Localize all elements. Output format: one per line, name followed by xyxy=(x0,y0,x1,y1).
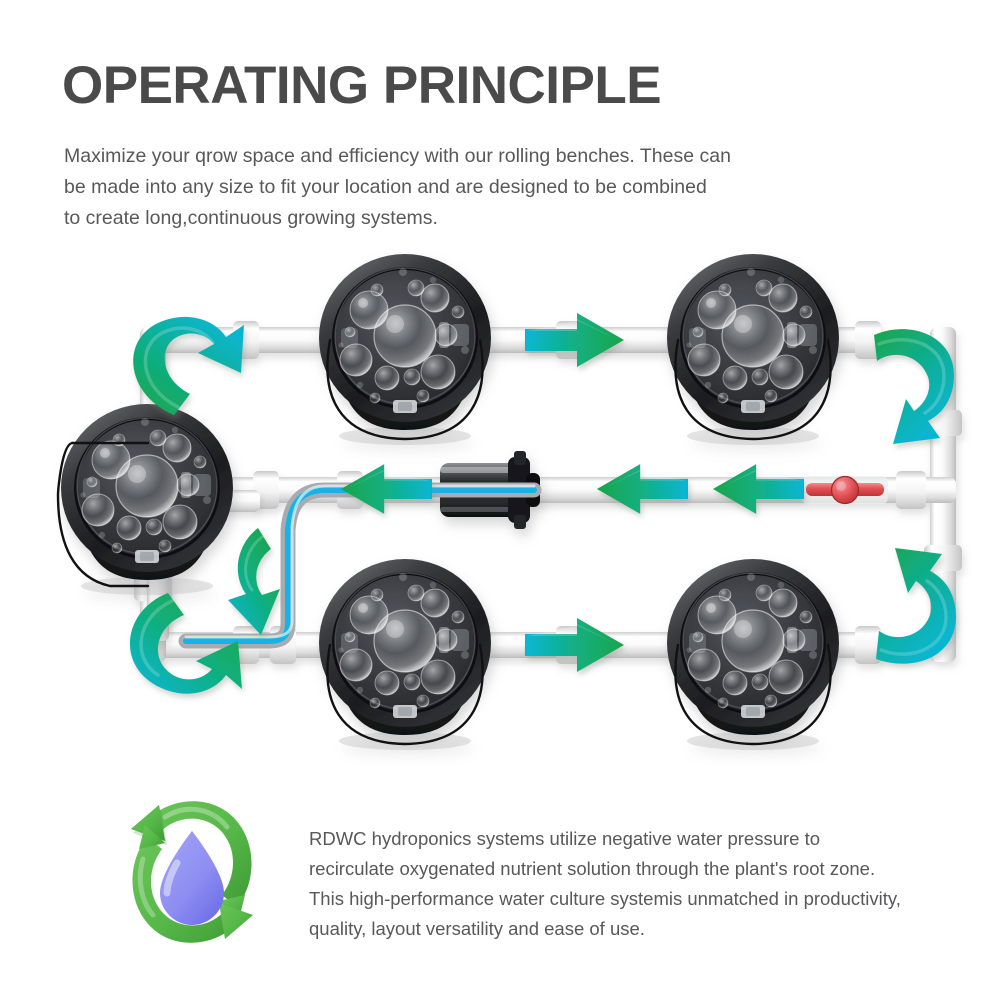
arrow-curve-bottom-right xyxy=(876,548,956,664)
recycle-arrow-upper xyxy=(131,801,252,919)
arrow-curve-tube xyxy=(228,528,280,635)
intro-line-2: be made into any size to fit your locati… xyxy=(64,176,707,198)
bucket-reservoir-left xyxy=(60,403,234,596)
arrow-curve-top-left xyxy=(133,316,244,415)
recycle-arrow-lower xyxy=(132,825,253,943)
arrow-straight-mid-right xyxy=(712,464,804,514)
arrow-curve-top-right xyxy=(874,329,954,444)
page-title: OPERATING PRINCIPLE xyxy=(62,56,662,115)
footer-line-4: quality, layout versatility and ease of … xyxy=(309,918,645,939)
flow-arrows xyxy=(129,313,956,694)
water-recycle-icon xyxy=(103,783,281,961)
rdwc-flow-diagram xyxy=(0,245,1000,765)
flexible-tube xyxy=(178,482,542,649)
footer-paragraph: RDWC hydroponics systems utilize negativ… xyxy=(309,824,989,944)
water-droplet-icon xyxy=(160,831,224,925)
intro-paragraph: Maximize your qrow space and efficiency … xyxy=(64,141,804,234)
intro-line-1: Maximize your qrow space and efficiency … xyxy=(64,145,731,167)
bucket-handles xyxy=(56,338,832,746)
footer-line-3: This high-performance water culture syst… xyxy=(309,888,901,909)
footer-line-1: RDWC hydroponics systems utilize negativ… xyxy=(309,828,820,849)
arrow-curve-bottom-left xyxy=(129,593,242,694)
arrow-straight-mid-left xyxy=(596,464,688,514)
intro-line-3: to create long,continuous growing system… xyxy=(64,207,438,229)
shutoff-valve[interactable] xyxy=(802,475,888,505)
footer-line-2: recirculate oxygenated nutrient solution… xyxy=(309,858,876,879)
